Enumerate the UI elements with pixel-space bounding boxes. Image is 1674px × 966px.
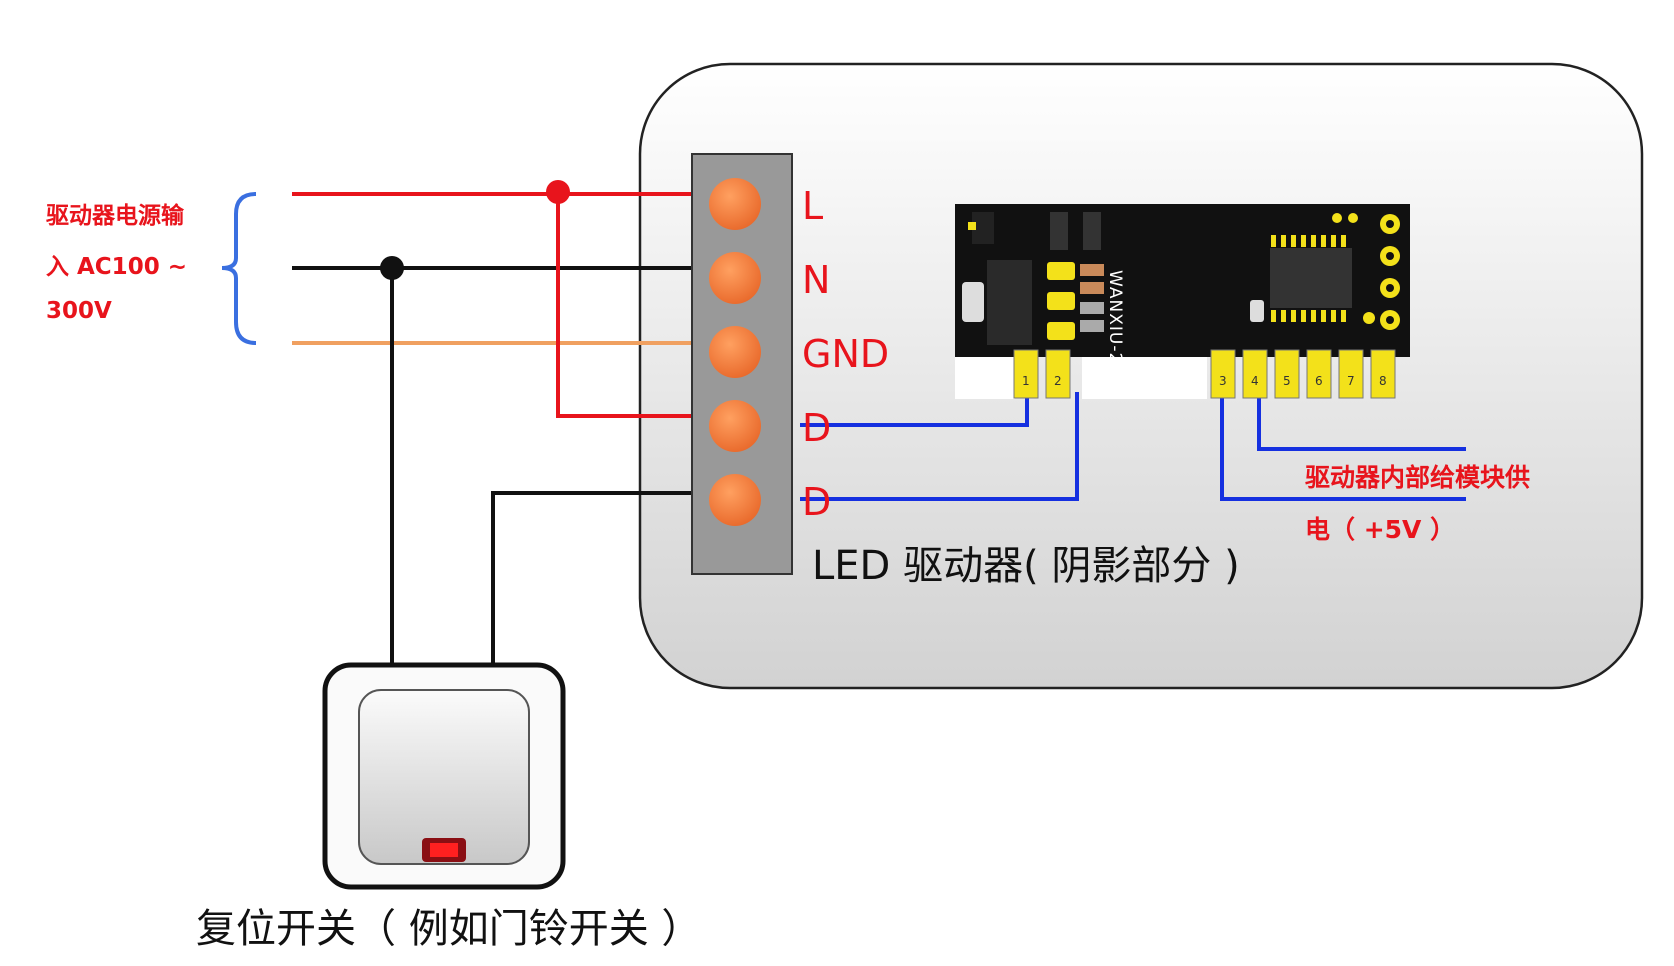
terminal-label-d2: D	[802, 480, 832, 524]
power-input-label-line2: 入 AC100 ~	[46, 254, 187, 280]
switch-caption: 复位开关（ 例如门铃开关 ）	[196, 906, 702, 952]
pin-4-number: 4	[1251, 374, 1259, 388]
neutral-junction-dot	[380, 256, 404, 280]
pcb-cutout-left	[955, 357, 1015, 399]
data-wire-pin1	[800, 392, 1029, 427]
voltage-regulator	[987, 260, 1032, 345]
terminal-screw-l	[709, 178, 761, 230]
pcb-module	[955, 204, 1410, 399]
input-brace	[221, 192, 257, 345]
switch-return-wire	[491, 491, 692, 668]
pin-3	[1210, 349, 1236, 399]
terminal-screw-gnd	[709, 326, 761, 378]
pcb-silkscreen: WANXIU-2.0	[1105, 270, 1125, 383]
signal-wires	[800, 392, 1466, 501]
pin-3-number: 3	[1219, 374, 1227, 388]
pin-8-number: 8	[1379, 374, 1387, 388]
pin-2-number: 2	[1054, 374, 1062, 388]
terminal-block	[691, 153, 793, 575]
pin-5-number: 5	[1283, 374, 1291, 388]
power-wire-pin3	[1220, 392, 1466, 501]
power-input-label-line1: 驱动器电源输	[46, 203, 184, 229]
pin-8	[1370, 349, 1396, 399]
pin-6-number: 6	[1315, 374, 1323, 388]
terminal-screw-n	[709, 252, 761, 304]
terminal-screw-d1	[709, 400, 761, 452]
pin-1-number: 1	[1022, 374, 1030, 388]
terminal-label-n: N	[802, 258, 831, 302]
terminal-label-d1: D	[802, 406, 832, 450]
pcb-cutout-middle	[1082, 357, 1207, 399]
pin-6	[1306, 349, 1332, 399]
pin-1	[1013, 349, 1039, 399]
switch-rocker	[358, 689, 530, 865]
driver-caption: LED 驱动器( 阴影部分 )	[812, 543, 1240, 589]
pin-7	[1338, 349, 1364, 399]
pin-5	[1274, 349, 1300, 399]
ic-chip	[1270, 248, 1352, 308]
live-branch-wire	[556, 192, 692, 418]
pin-7-number: 7	[1347, 374, 1355, 388]
terminal-screw-d2	[709, 474, 761, 526]
data-wire-pin2	[800, 392, 1079, 501]
power-wire-pin4	[1257, 392, 1466, 451]
internal-power-note-line1: 驱动器内部给模块供	[1305, 463, 1531, 492]
input-wires	[292, 180, 692, 668]
terminal-label-gnd: GND	[802, 332, 890, 376]
terminal-label-l: L	[802, 184, 824, 228]
reset-switch	[322, 662, 566, 890]
internal-power-note-line2: 电（ +5V ）	[1305, 515, 1456, 544]
pin-4	[1242, 349, 1268, 399]
live-junction-dot	[546, 180, 570, 204]
pin-2	[1045, 349, 1071, 399]
power-input-label-line3: 300V	[46, 298, 112, 324]
